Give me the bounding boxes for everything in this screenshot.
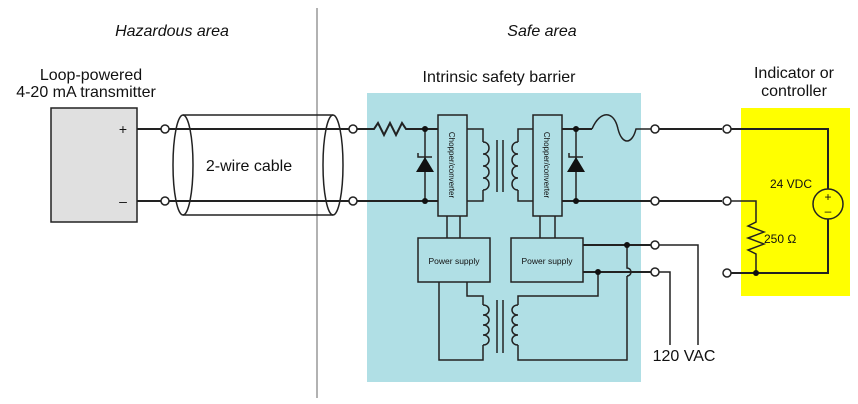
terminal: [348, 196, 358, 206]
wire: [731, 219, 829, 274]
terminal: [650, 240, 660, 250]
indicator-title-line2: controller: [761, 83, 827, 100]
terminal: [650, 196, 660, 206]
junction-dot: [595, 269, 601, 275]
hazardous-area-label: Hazardous area: [115, 23, 229, 40]
barrier-box: [367, 93, 641, 382]
zener-diode-icon: [567, 153, 585, 172]
power-supply-right: [510, 237, 584, 283]
terminal: [348, 124, 358, 134]
terminal: [160, 124, 170, 134]
wire: [517, 190, 533, 202]
junction-dot: [573, 198, 579, 204]
junction-dot: [422, 198, 428, 204]
power-supply-left: [417, 237, 491, 283]
safe-area-label: Safe area: [507, 23, 576, 40]
resistor-value-label: 250 Ω: [764, 232, 796, 246]
chopper-left-label: Chopper/converter: [447, 132, 456, 199]
transmitter-minus-label: –: [119, 193, 127, 209]
wire: [517, 272, 599, 305]
source-voltage-label: 24 VDC: [770, 177, 812, 191]
junction-dot: [573, 126, 579, 132]
junction-dot: [624, 242, 630, 248]
wire: [517, 276, 628, 361]
transformer-coil-left-icon: [482, 304, 490, 346]
power-supply-right-label: Power supply: [521, 256, 573, 266]
transmitter-box: [50, 107, 138, 223]
source-plus-label: +: [824, 190, 831, 204]
power-supply-left-label: Power supply: [428, 256, 480, 266]
wire: [659, 244, 699, 345]
fuse-icon: [591, 114, 651, 142]
resistor-250-icon: [731, 200, 767, 273]
terminal: [160, 196, 170, 206]
wire: [467, 128, 484, 142]
transformer-coil-left-icon: [482, 141, 490, 191]
transmitter-title-line1: Loop-powered: [40, 67, 142, 84]
terminal: [722, 124, 732, 134]
ac-supply-label: 120 VAC: [653, 348, 716, 365]
zener-diode-icon: [416, 153, 434, 172]
wire: [659, 271, 671, 345]
junction-dot: [753, 270, 759, 276]
wire: [731, 128, 829, 189]
terminal: [650, 267, 660, 277]
wire: [466, 282, 484, 305]
terminal: [650, 124, 660, 134]
wire: [467, 190, 484, 202]
wire: [517, 128, 533, 142]
cable-shield: [172, 114, 344, 216]
junction-dot: [422, 126, 428, 132]
barrier-title: Intrinsic safety barrier: [423, 69, 577, 86]
wire-crossover: [626, 245, 632, 277]
source-minus-label: –: [825, 204, 832, 218]
chopper-converter-right: [532, 114, 563, 217]
wire: [438, 282, 484, 361]
chopper-right-label: Chopper/converter: [542, 132, 551, 199]
indicator-title-line1: Indicator or: [754, 65, 835, 82]
transmitter-title-line2: 4-20 mA transmitter: [16, 84, 156, 101]
terminal: [722, 196, 732, 206]
dc-voltage-source-icon: [812, 188, 844, 220]
cable-label: 2-wire cable: [206, 158, 292, 175]
transformer-coil-right-icon: [511, 304, 519, 346]
terminal: [722, 268, 732, 278]
resistor-icon: [357, 120, 438, 138]
transmitter-plus-label: +: [119, 121, 127, 137]
transformer-coil-right-icon: [511, 141, 519, 191]
chopper-converter-left: [437, 114, 468, 217]
